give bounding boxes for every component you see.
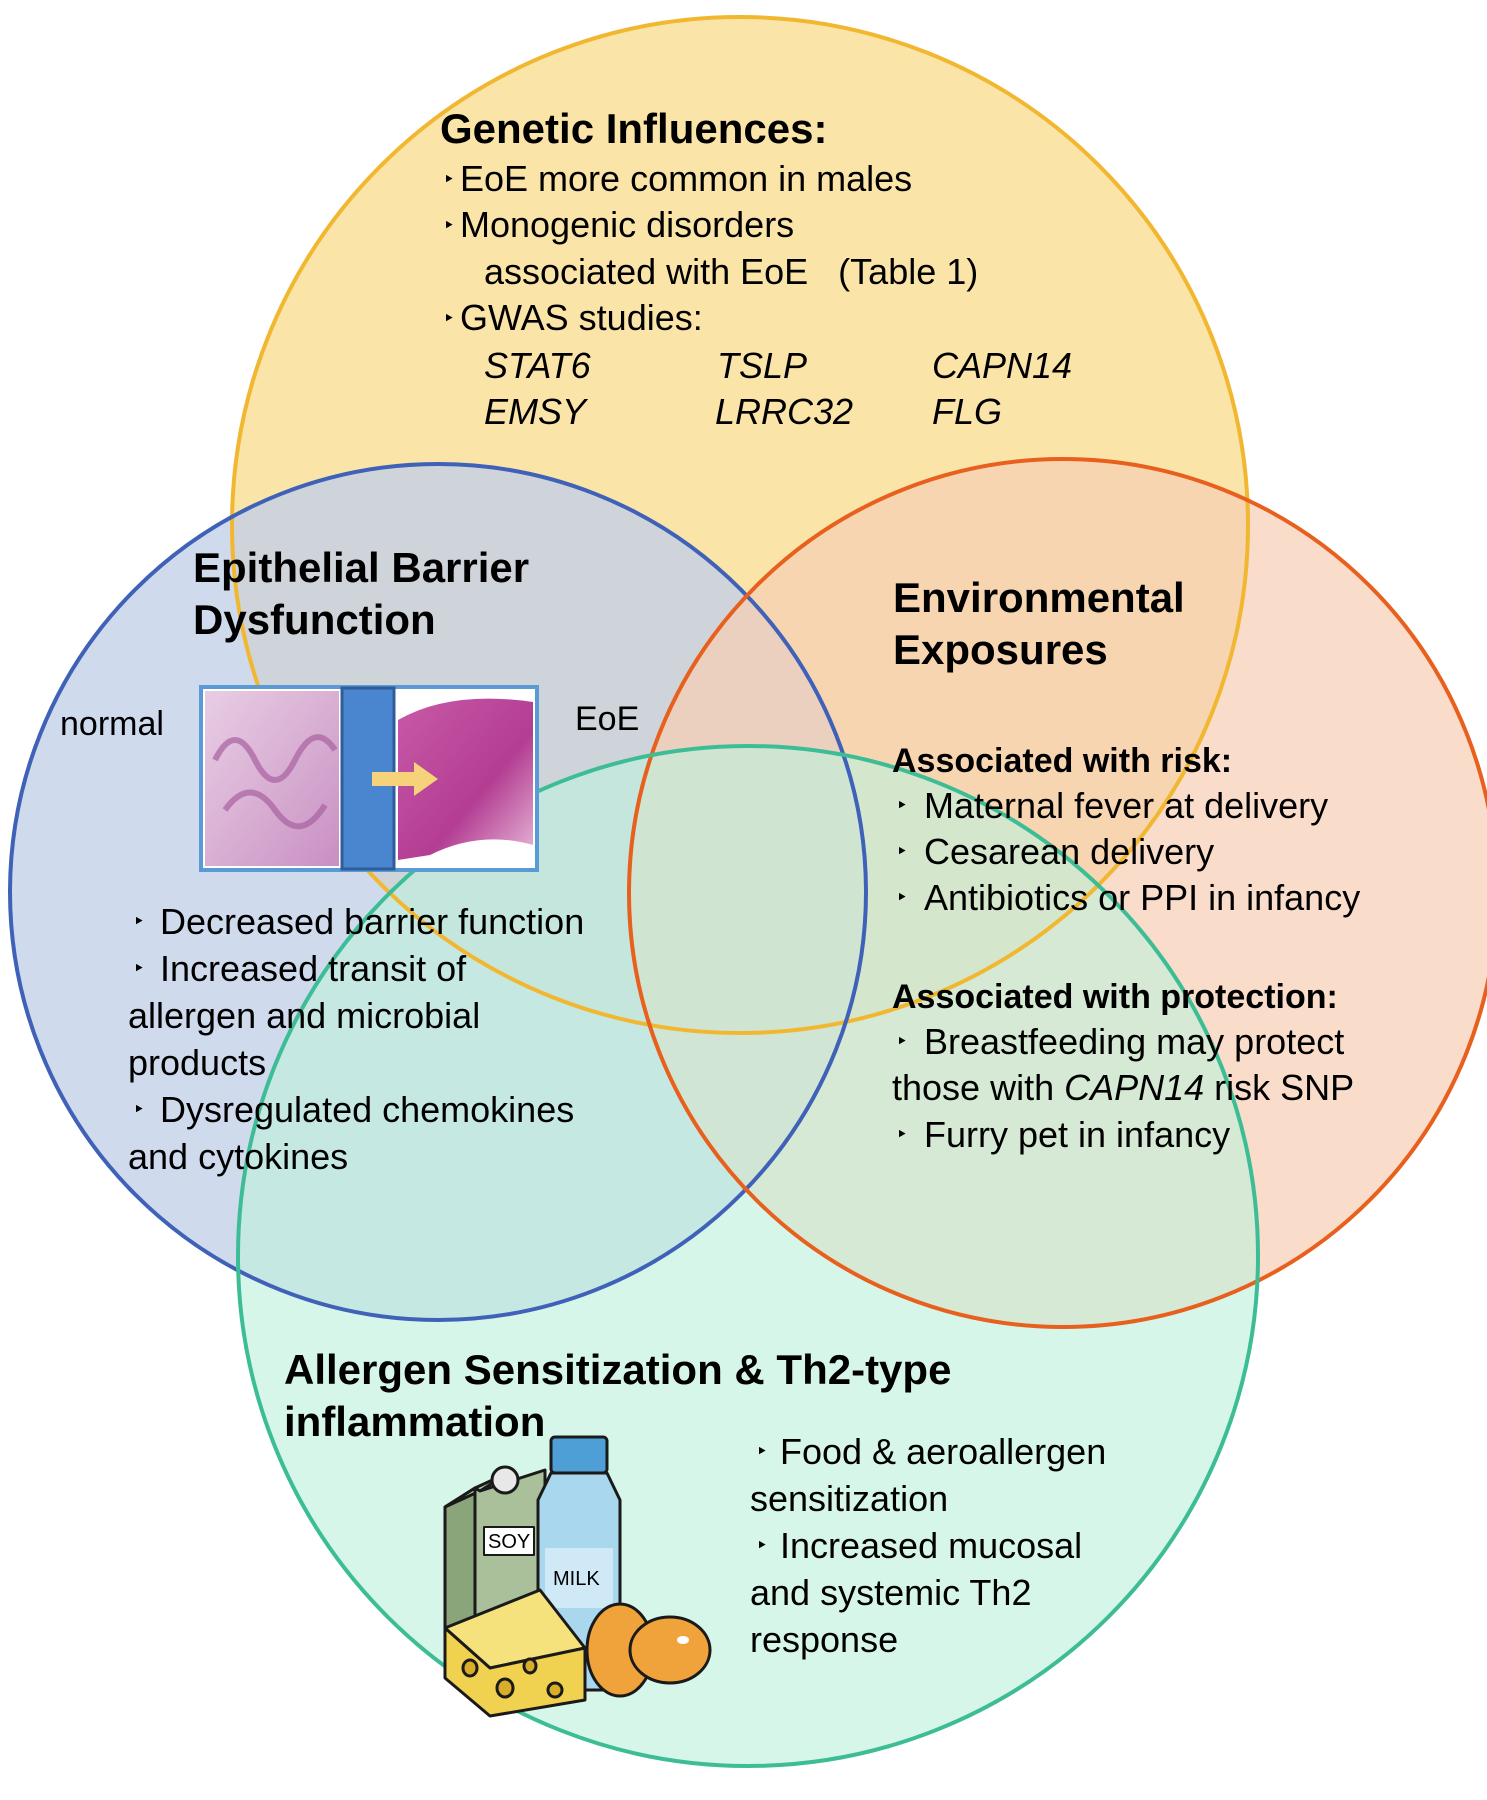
bullet-marker: ‣ (896, 795, 908, 817)
environmental-title: Exposures (893, 626, 1108, 673)
bullet-marker: ‣ (756, 1441, 768, 1463)
genetic-section: Genetic Influences: ‣ EoE more common in… (440, 105, 1072, 432)
protection-gene: CAPN14 (1064, 1067, 1204, 1108)
progression-arrow-icon (372, 762, 438, 796)
bullet-marker: ‣ (133, 911, 145, 933)
genetic-bullet: GWAS studies: (460, 297, 703, 338)
cheese-hole (461, 1658, 479, 1678)
histology-image (199, 685, 539, 872)
bullet-marker: ‣ (896, 1124, 908, 1146)
bullet-marker: ‣ (443, 308, 455, 330)
protection-text: those with (892, 1067, 1064, 1108)
allergen-bullet: Food & aeroallergen (780, 1431, 1106, 1472)
genetic-title: Genetic Influences: (440, 105, 827, 152)
food-illustration: SOY MILK (443, 1435, 712, 1718)
epithelial-bullet-continuation: products (128, 1042, 266, 1083)
epithelial-title: Epithelial Barrier (193, 544, 529, 591)
bullet-marker: ‣ (443, 215, 455, 237)
environmental-title: Environmental (893, 574, 1185, 621)
protection-text: risk SNP (1204, 1067, 1354, 1108)
genetic-bullet: EoE more common in males (460, 158, 912, 199)
egg-shine (677, 1636, 689, 1644)
normal-label: normal (60, 705, 164, 743)
gene-name: LRRC32 (715, 391, 853, 432)
milk-label: MILK (553, 1568, 600, 1590)
epithelial-bullet: Increased transit of (160, 948, 467, 989)
cheese-hole (546, 1681, 564, 1699)
soy-label-box (483, 1526, 535, 1556)
gene-name: TSLP (717, 345, 807, 386)
allergen-bullet-continuation: response (750, 1619, 898, 1660)
gene-name: EMSY (484, 391, 589, 432)
risk-item: Cesarean delivery (924, 831, 1214, 872)
risk-item: Maternal fever at delivery (924, 785, 1328, 826)
epithelial-bullet: Decreased barrier function (160, 901, 584, 942)
soy-label: SOY (488, 1531, 530, 1553)
bullet-marker: ‣ (756, 1535, 768, 1557)
protection-item: Furry pet in infancy (924, 1114, 1230, 1155)
allergen-circle-outline (236, 744, 1260, 1768)
protection-item-continuation: those with CAPN14 risk SNP (892, 1067, 1354, 1108)
environmental-section: Environmental Exposures Associated with … (892, 574, 1360, 1155)
genetic-bullet: Monogenic disorders (460, 204, 794, 245)
bullet-marker: ‣ (896, 841, 908, 863)
allergen-bullet-continuation: and systemic Th2 (750, 1572, 1031, 1613)
allergen-bullet: Increased mucosal (780, 1525, 1082, 1566)
bullet-marker: ‣ (443, 169, 455, 191)
bullet-marker: ‣ (133, 958, 145, 980)
epithelial-circle-outline (8, 462, 868, 1322)
eoe-label: EoE (575, 700, 639, 738)
protection-heading: Associated with protection: (892, 978, 1338, 1016)
protection-item: Breastfeeding may protect (924, 1021, 1344, 1062)
epithelial-bullet-continuation: and cytokines (128, 1136, 348, 1177)
gene-name: FLG (932, 391, 1002, 432)
epithelial-bullet-continuation: allergen and microbial (128, 995, 480, 1036)
egg (628, 1615, 712, 1685)
soy-carton-cap (490, 1465, 520, 1495)
epithelial-bullet: Dysregulated chemokines (160, 1089, 574, 1130)
cheese-hole (495, 1677, 515, 1699)
allergen-section: Allergen Sensitization & Th2-type inflam… (284, 1346, 1106, 1718)
risk-heading: Associated with risk: (892, 742, 1232, 780)
environmental-circle-outline (627, 457, 1487, 1329)
bullet-marker: ‣ (896, 1031, 908, 1053)
genetic-circle-outline (230, 15, 1250, 1035)
epithelial-section: Epithelial Barrier Dysfunction normal Eo… (60, 544, 639, 1177)
normal-tissue-papillae (212, 734, 338, 830)
bullet-marker: ‣ (896, 887, 908, 909)
allergen-bullet-continuation: sensitization (750, 1478, 948, 1519)
epithelial-title: Dysfunction (193, 596, 436, 643)
risk-item: Antibiotics or PPI in infancy (924, 877, 1360, 918)
milk-bottle-cap (549, 1435, 609, 1475)
allergen-title: inflammation (284, 1398, 545, 1445)
gene-name: CAPN14 (932, 345, 1072, 386)
gene-name: STAT6 (484, 345, 592, 386)
circle-outlines (8, 15, 1487, 1768)
allergen-title: Allergen Sensitization & Th2-type (284, 1346, 951, 1393)
genetic-bullet-continuation: associated with EoE (Table 1) (484, 251, 978, 292)
cheese-hole (522, 1657, 538, 1675)
bullet-marker: ‣ (133, 1099, 145, 1121)
eoe-tissue-sample (398, 698, 533, 860)
milk-label-box (545, 1548, 613, 1608)
